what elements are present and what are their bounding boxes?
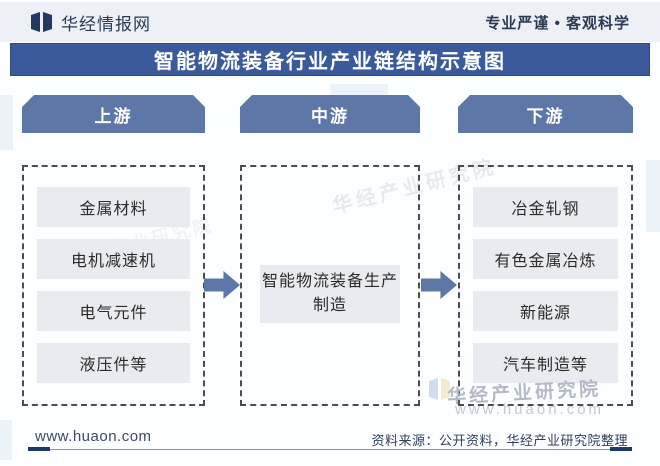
brand: 华经情报网 [30, 10, 151, 35]
column-midstream: 中游 智能物流装备生产制造 [240, 95, 420, 406]
column-header-midstream: 中游 [240, 95, 420, 133]
brand-name: 华经情报网 [61, 14, 151, 34]
edge-tint [0, 420, 12, 460]
upstream-item: 电气元件 [37, 291, 190, 331]
page-title: 智能物流装备行业产业链结构示意图 [154, 51, 506, 73]
downstream-item: 汽车制造等 [473, 343, 618, 383]
edge-tint [646, 160, 660, 232]
column-header-downstream: 下游 [458, 95, 633, 133]
huajing-book-icon [31, 12, 52, 32]
top-header-band: 华经情报网 专业严谨 • 客观科学 [0, 2, 660, 42]
footer-website: www.huaon.com [35, 428, 152, 445]
downstream-item: 有色金属冶炼 [473, 239, 618, 279]
column-upstream: 上游 金属材料 电机减速机 电气元件 液压件等 [22, 95, 205, 406]
upstream-item: 液压件等 [37, 343, 190, 383]
midstream-dashed-box: 智能物流装备生产制造 [240, 165, 420, 406]
footer-divider [30, 449, 632, 450]
right-arrow-icon [421, 271, 457, 299]
midstream-item: 智能物流装备生产制造 [260, 265, 400, 323]
right-arrow-icon [204, 271, 240, 299]
watermark-logo-icon [429, 378, 450, 400]
footer-left-accent-bar [28, 447, 50, 451]
footer-right-accent-bar [610, 447, 632, 451]
brand-tagline: 专业严谨 • 客观科学 [485, 14, 630, 32]
downstream-item: 新能源 [473, 291, 618, 331]
downstream-dashed-box: 冶金轧钢 有色金属冶炼 新能源 汽车制造等 [458, 165, 633, 406]
edge-tint [330, 84, 388, 95]
column-downstream: 下游 冶金轧钢 有色金属冶炼 新能源 汽车制造等 [458, 95, 633, 406]
upstream-dashed-box: 金属材料 电机减速机 电气元件 液压件等 [22, 165, 205, 406]
downstream-item: 冶金轧钢 [473, 187, 618, 227]
title-banner: 智能物流装备行业产业链结构示意图 [10, 43, 650, 76]
footer-source: 资料来源：公开资料，华经产业研究院整理 [371, 433, 628, 448]
column-header-upstream: 上游 [22, 95, 205, 133]
edge-tint [0, 95, 13, 150]
upstream-item: 电机减速机 [37, 239, 190, 279]
upstream-item: 金属材料 [37, 187, 190, 227]
